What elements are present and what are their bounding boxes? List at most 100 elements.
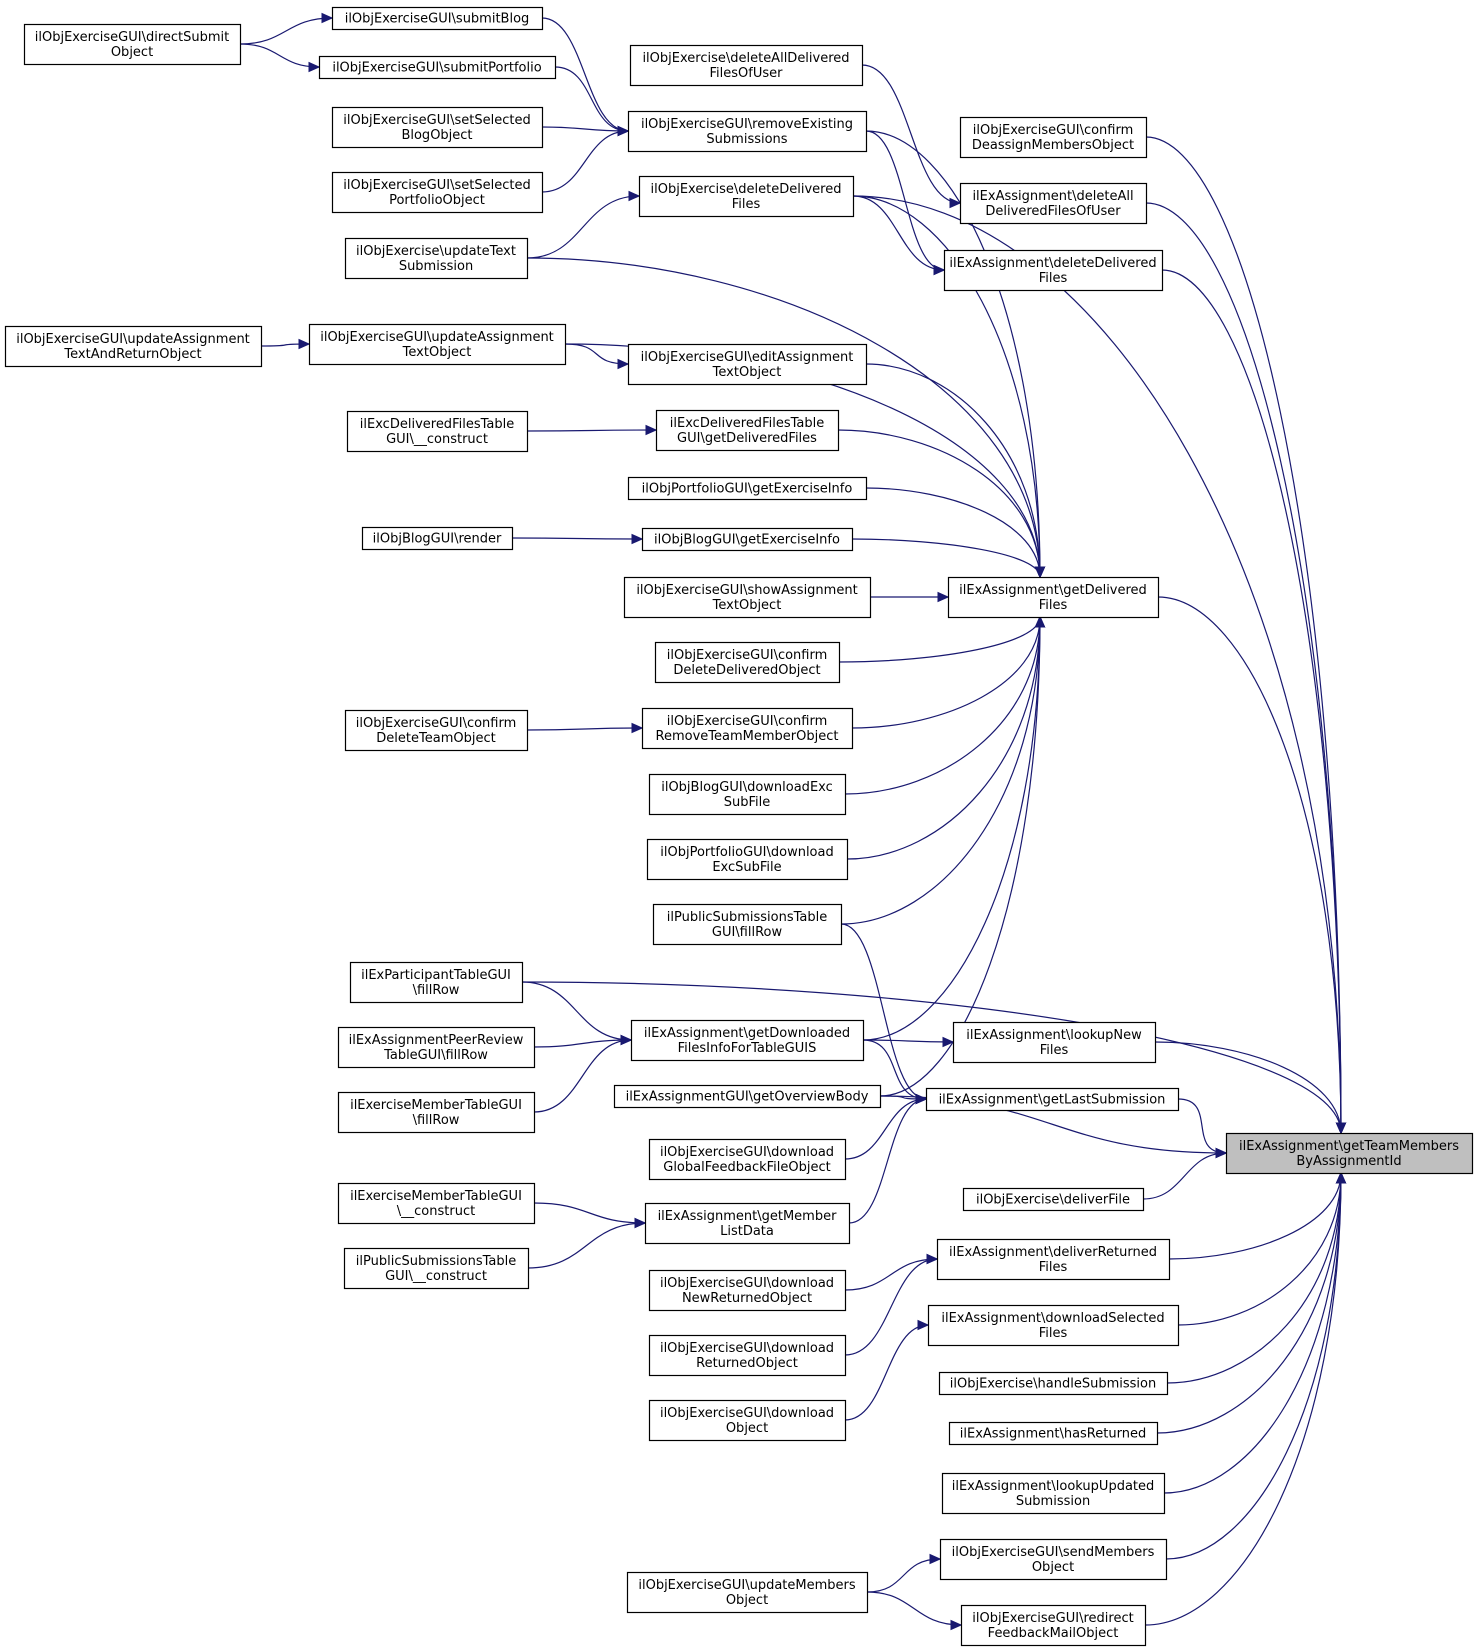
call-edge [846, 616, 1041, 860]
graph-node-get-delivered-files-table[interactable]: ilExcDeliveredFilesTableGUI\getDelivered… [655, 409, 840, 452]
edge-arrowhead [933, 264, 946, 276]
node-label: ilObjExercise\handleSubmission [950, 1377, 1156, 1392]
node-label: ilObjBlogGUI\downloadExc [661, 780, 833, 795]
node-label: DeleteTeamObject [376, 731, 495, 746]
graph-node-confirm-delete-delivered[interactable]: ilObjExerciseGUI\confirmDeleteDeliveredO… [654, 641, 841, 684]
call-edge [879, 616, 1041, 1097]
graph-node-assign-delete-all[interactable]: ilExAssignment\deleteAllDeliveredFilesOf… [959, 182, 1148, 225]
call-edge [511, 537, 643, 540]
graph-node-confirm-remove-team-member[interactable]: ilObjExerciseGUI\confirmRemoveTeamMember… [641, 707, 854, 750]
node-box [337, 1182, 536, 1225]
graph-node-overview-body[interactable]: ilExAssignmentGUI\getOverviewBody [613, 1084, 882, 1109]
graph-node-confirm-deassign[interactable]: ilObjExerciseGUI\confirmDeassignMembersO… [959, 116, 1148, 159]
node-box [962, 1187, 1145, 1212]
node-label: Files [1039, 1260, 1068, 1275]
graph-node-show-assign-text[interactable]: ilObjExerciseGUI\showAssignmentTextObjec… [623, 576, 872, 619]
edge-arrowhead [620, 1034, 633, 1046]
edge-arrowhead [937, 591, 950, 603]
call-edge [851, 616, 1041, 729]
graph-node-redirect-feedback[interactable]: ilObjExerciseGUI\redirectFeedbackMailObj… [960, 1604, 1147, 1647]
node-label: ilPublicSubmissionsTable [667, 910, 827, 925]
graph-node-set-selected-portfolio[interactable]: ilObjExerciseGUI\setSelectedPortfolioObj… [331, 171, 544, 214]
call-edge [564, 343, 629, 365]
call-edge [852, 195, 1342, 1134]
node-label: ilExAssignmentPeerReview [349, 1033, 524, 1048]
graph-node-submit-portfolio[interactable]: ilObjExerciseGUI\submitPortfolio [318, 55, 557, 80]
node-label: Submissions [706, 132, 787, 147]
graph-node-download-new-returned[interactable]: ilObjExerciseGUI\downloadNewReturnedObje… [648, 1269, 847, 1312]
graph-node-blog-render[interactable]: ilObjBlogGUI\render [361, 526, 514, 551]
graph-node-get-team-members-by-assignment-id[interactable]: ilExAssignment\getTeamMembersByAssignmen… [1225, 1132, 1474, 1175]
node-label: ilExParticipantTableGUI [361, 968, 511, 983]
node-label: ilObjExercise\deliverFile [976, 1193, 1130, 1208]
call-edge [533, 1202, 646, 1224]
node-box [947, 576, 1160, 619]
graph-node-blog-exercise-info[interactable]: ilObjBlogGUI\getExerciseInfo [641, 527, 854, 552]
graph-node-delete-all-delivered-user[interactable]: ilObjExercise\deleteAllDeliveredFilesOfU… [629, 44, 864, 87]
node-label: ilObjExercise\deleteDelivered [651, 182, 842, 197]
call-edge [844, 616, 1041, 795]
call-edge [526, 429, 657, 432]
edge-arrowhead [950, 1619, 963, 1631]
node-label: ilObjBlogGUI\getExerciseInfo [654, 533, 840, 548]
graph-node-edit-assign-text[interactable]: ilObjExerciseGUI\editAssignmentTextObjec… [627, 343, 868, 386]
graph-node-member-construct[interactable]: ilExerciseMemberTableGUI\__construct [337, 1182, 536, 1225]
graph-node-member-fill-row[interactable]: ilExerciseMemberTableGUI\fillRow [337, 1091, 536, 1134]
node-label: ilExAssignment\deleteAll [972, 189, 1133, 204]
node-box [925, 1087, 1180, 1112]
graph-node-get-delivered-files[interactable]: ilExAssignment\getDeliveredFiles [947, 576, 1160, 619]
edge-arrowhead [308, 61, 321, 73]
node-label: ilExAssignmentGUI\getOverviewBody [626, 1090, 869, 1105]
node-label: Files [1039, 598, 1068, 613]
graph-node-remove-existing[interactable]: ilObjExerciseGUI\removeExistingSubmissio… [627, 110, 868, 153]
graph-node-get-downloaded-info[interactable]: ilExAssignment\getDownloadedFilesInfoFor… [630, 1019, 865, 1062]
node-label: ilObjExerciseGUI\download [660, 1406, 834, 1421]
node-box [648, 1269, 847, 1312]
edge-arrowhead [917, 1319, 930, 1331]
node-label: Submission [399, 259, 473, 274]
graph-node-participant-fill-row[interactable]: ilExParticipantTableGUI\fillRow [349, 961, 524, 1004]
node-label: PortfolioObject [389, 193, 485, 208]
graph-node-has-returned[interactable]: ilExAssignment\hasReturned [948, 1421, 1159, 1446]
node-box [648, 1334, 847, 1377]
node-label: ilExerciseMemberTableGUI [350, 1189, 522, 1204]
call-edge [848, 1098, 927, 1224]
node-label: ilObjBlogGUI\render [373, 532, 502, 547]
call-edge [844, 1258, 938, 1291]
graph-node-submit-blog[interactable]: ilObjExerciseGUI\submitBlog [331, 6, 544, 31]
graph-node-download-global-feedback[interactable]: ilObjExerciseGUI\downloadGlobalFeedbackF… [648, 1138, 847, 1181]
graph-node-update-assign-text-and-return[interactable]: ilObjExerciseGUI\updateAssignmentTextAnd… [4, 325, 263, 368]
call-edge [541, 130, 629, 193]
graph-node-portfolio-exercise-info[interactable]: ilObjPortfolioGUI\getExerciseInfo [627, 476, 868, 501]
edge-arrowhead [298, 338, 311, 350]
graph-node-handle-submission[interactable]: ilObjExercise\handleSubmission [938, 1371, 1169, 1396]
graph-node-get-last-submission[interactable]: ilExAssignment\getLastSubmission [925, 1087, 1180, 1112]
node-label: FeedbackMailObject [988, 1626, 1119, 1641]
graph-node-update-assign-text[interactable]: ilObjExerciseGUI\updateAssignmentTextObj… [308, 323, 567, 366]
call-edge [1177, 1172, 1342, 1326]
node-box [654, 641, 841, 684]
graph-node-deliver-file[interactable]: ilObjExercise\deliverFile [962, 1187, 1145, 1212]
call-edge [862, 616, 1041, 1041]
